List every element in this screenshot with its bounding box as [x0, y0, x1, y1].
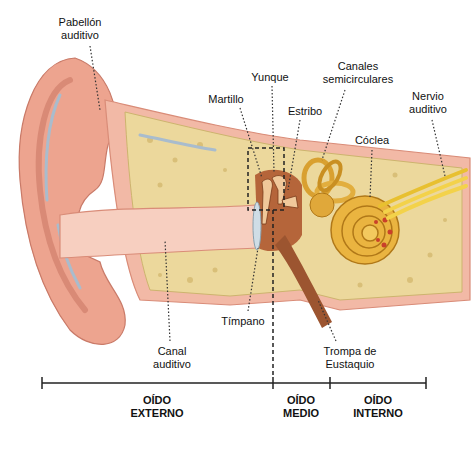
leader-line: [272, 86, 274, 172]
part-label: Nervio auditivo: [401, 90, 455, 116]
axis-tick: [425, 377, 427, 389]
part-label: Estribo: [288, 105, 322, 118]
part-label: Canal auditivo: [145, 345, 199, 371]
axis-tick: [41, 377, 43, 389]
nerve-fiber: [380, 170, 466, 206]
leader-line: [165, 240, 170, 341]
cartilage: [140, 135, 215, 150]
bone-pore: [213, 268, 218, 273]
leader-line: [370, 150, 372, 198]
skin-section: [105, 100, 470, 310]
leader-line: [90, 46, 100, 110]
bone-pore: [443, 218, 447, 222]
bone-pore: [223, 168, 227, 172]
malleus: [262, 179, 272, 224]
eustachian-tube: [275, 235, 332, 328]
leader-lines: [90, 46, 445, 341]
leader-line: [248, 248, 258, 311]
bone-pore: [407, 277, 413, 283]
section-label: OÍDO MEDIO: [269, 394, 333, 420]
eardrum: [253, 202, 261, 250]
leader-line: [288, 120, 300, 190]
nerve-fiber: [385, 178, 466, 212]
part-label: Yunque: [251, 71, 288, 84]
leader-line: [240, 108, 262, 178]
cochlea: [331, 196, 399, 264]
dot: [388, 230, 393, 235]
part-label: Pabellón auditivo: [45, 16, 115, 42]
bone-pore: [187, 277, 193, 283]
ear-canal: [60, 205, 258, 258]
dot: [376, 238, 380, 242]
dot: [382, 243, 387, 248]
part-label: Cóclea: [355, 134, 389, 147]
part-label: Tímpano: [221, 315, 264, 328]
bone-pore: [428, 253, 433, 258]
dashed-box: [248, 148, 284, 210]
part-label: Canales semicirculares: [317, 60, 399, 86]
pinna-fold: [39, 80, 85, 310]
nerve-fiber: [388, 186, 466, 218]
leader-line: [322, 90, 345, 160]
cartilage: [46, 95, 60, 200]
auditory-nerve: [380, 170, 466, 218]
section-label: OÍDO EXTERNO: [125, 394, 189, 420]
section-label: OÍDO INTERNO: [346, 394, 410, 420]
dashed-divider: [272, 210, 274, 377]
part-label: Trompa de Eustaquio: [312, 345, 388, 371]
dot: [374, 220, 378, 224]
cochlea-turn: [362, 225, 378, 241]
part-label: Martillo: [208, 93, 243, 106]
cochlea-turn: [353, 216, 385, 248]
bone-pore: [393, 173, 398, 178]
cochlea-dots: [374, 218, 393, 248]
bone-pore: [158, 273, 162, 277]
bone-pore: [173, 158, 178, 163]
bone-pore: [358, 283, 363, 288]
leader-line: [318, 300, 336, 341]
axis-tick: [272, 377, 274, 389]
bone-pore: [158, 183, 163, 188]
axis-tick: [329, 377, 331, 389]
leader-line: [432, 120, 445, 176]
section-axis: [42, 382, 426, 384]
vestibule: [310, 193, 334, 217]
semicircular-canal: [315, 158, 345, 194]
